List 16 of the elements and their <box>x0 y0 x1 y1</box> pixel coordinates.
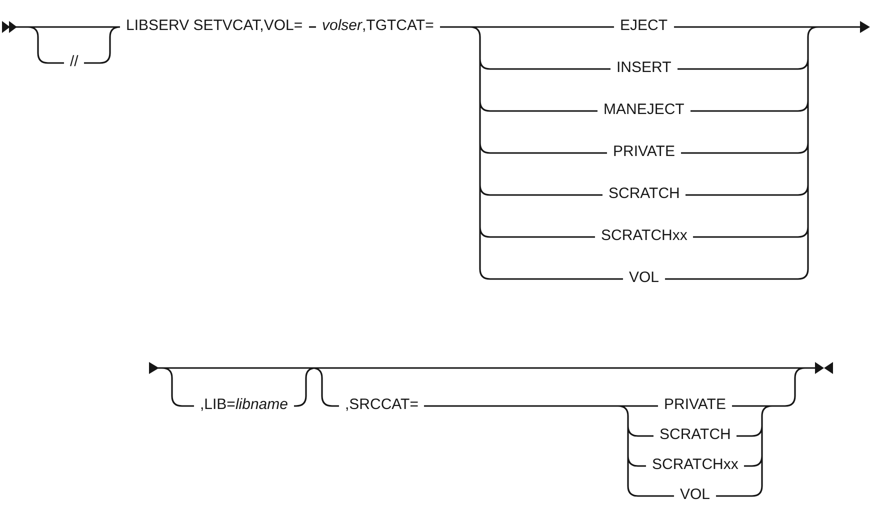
syntax-keyword: SCRATCH <box>608 185 680 203</box>
syntax-keyword: SCRATCHxx <box>652 456 738 474</box>
syntax-keyword: EJECT <box>620 17 668 35</box>
syntax-keyword: VOL <box>629 269 660 287</box>
syntax-keyword: SCRATCH <box>660 426 731 444</box>
syntax-keyword: INSERT <box>616 59 672 77</box>
syntax-keyword: PRIVATE <box>613 143 675 161</box>
syntax-keyword-with-variable: volser,TGTCAT= <box>322 17 434 35</box>
syntax-keyword: LIBSERV SETVCAT,VOL= <box>126 17 303 35</box>
syntax-keyword: VOL <box>680 486 710 504</box>
syntax-token: // <box>70 53 78 71</box>
syntax-keyword: PRIVATE <box>664 396 726 414</box>
syntax-keyword: ,SRCCAT= <box>345 396 418 414</box>
syntax-keyword-with-variable: ,LIB=libname <box>200 396 288 414</box>
syntax-keyword: SCRATCHxx <box>601 227 688 245</box>
syntax-keyword: MANEJECT <box>604 101 684 119</box>
